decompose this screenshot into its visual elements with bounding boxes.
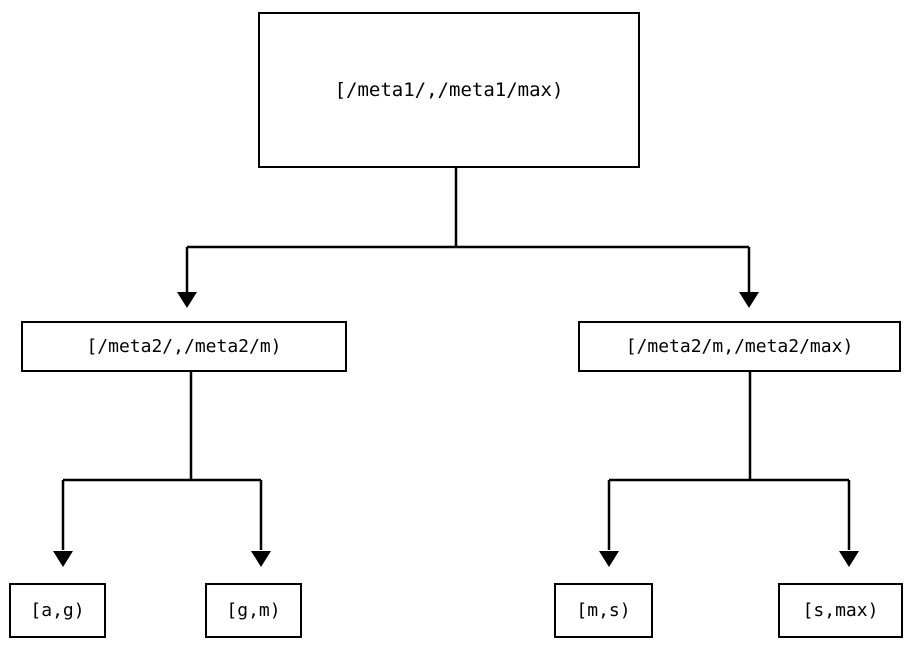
node-leaf-1-label: [a,g) (30, 600, 85, 621)
arrowhead-mid-left (177, 292, 197, 308)
arrowhead-mid-right (739, 292, 759, 308)
node-leaf-3-label: [m,s) (576, 600, 631, 621)
node-leaf-4-label: [s,max) (802, 600, 879, 621)
node-mid-right[interactable]: [/meta2/m,/meta2/max) (578, 321, 901, 372)
arrowhead-leaf-1 (53, 551, 73, 567)
node-mid-left-label: [/meta2/,/meta2/m) (86, 336, 282, 357)
arrowhead-leaf-3 (599, 551, 619, 567)
node-mid-left[interactable]: [/meta2/,/meta2/m) (21, 321, 347, 372)
node-leaf-2[interactable]: [g,m) (205, 583, 302, 638)
node-leaf-2-label: [g,m) (226, 600, 281, 621)
node-leaf-3[interactable]: [m,s) (554, 583, 653, 638)
node-leaf-4[interactable]: [s,max) (778, 583, 903, 638)
node-root[interactable]: [/meta1/,/meta1/max) (258, 12, 640, 168)
node-leaf-1[interactable]: [a,g) (9, 583, 106, 638)
arrowhead-leaf-2 (251, 551, 271, 567)
arrowhead-leaf-4 (839, 551, 859, 567)
node-root-label: [/meta1/,/meta1/max) (334, 79, 564, 101)
node-mid-right-label: [/meta2/m,/meta2/max) (625, 336, 854, 357)
